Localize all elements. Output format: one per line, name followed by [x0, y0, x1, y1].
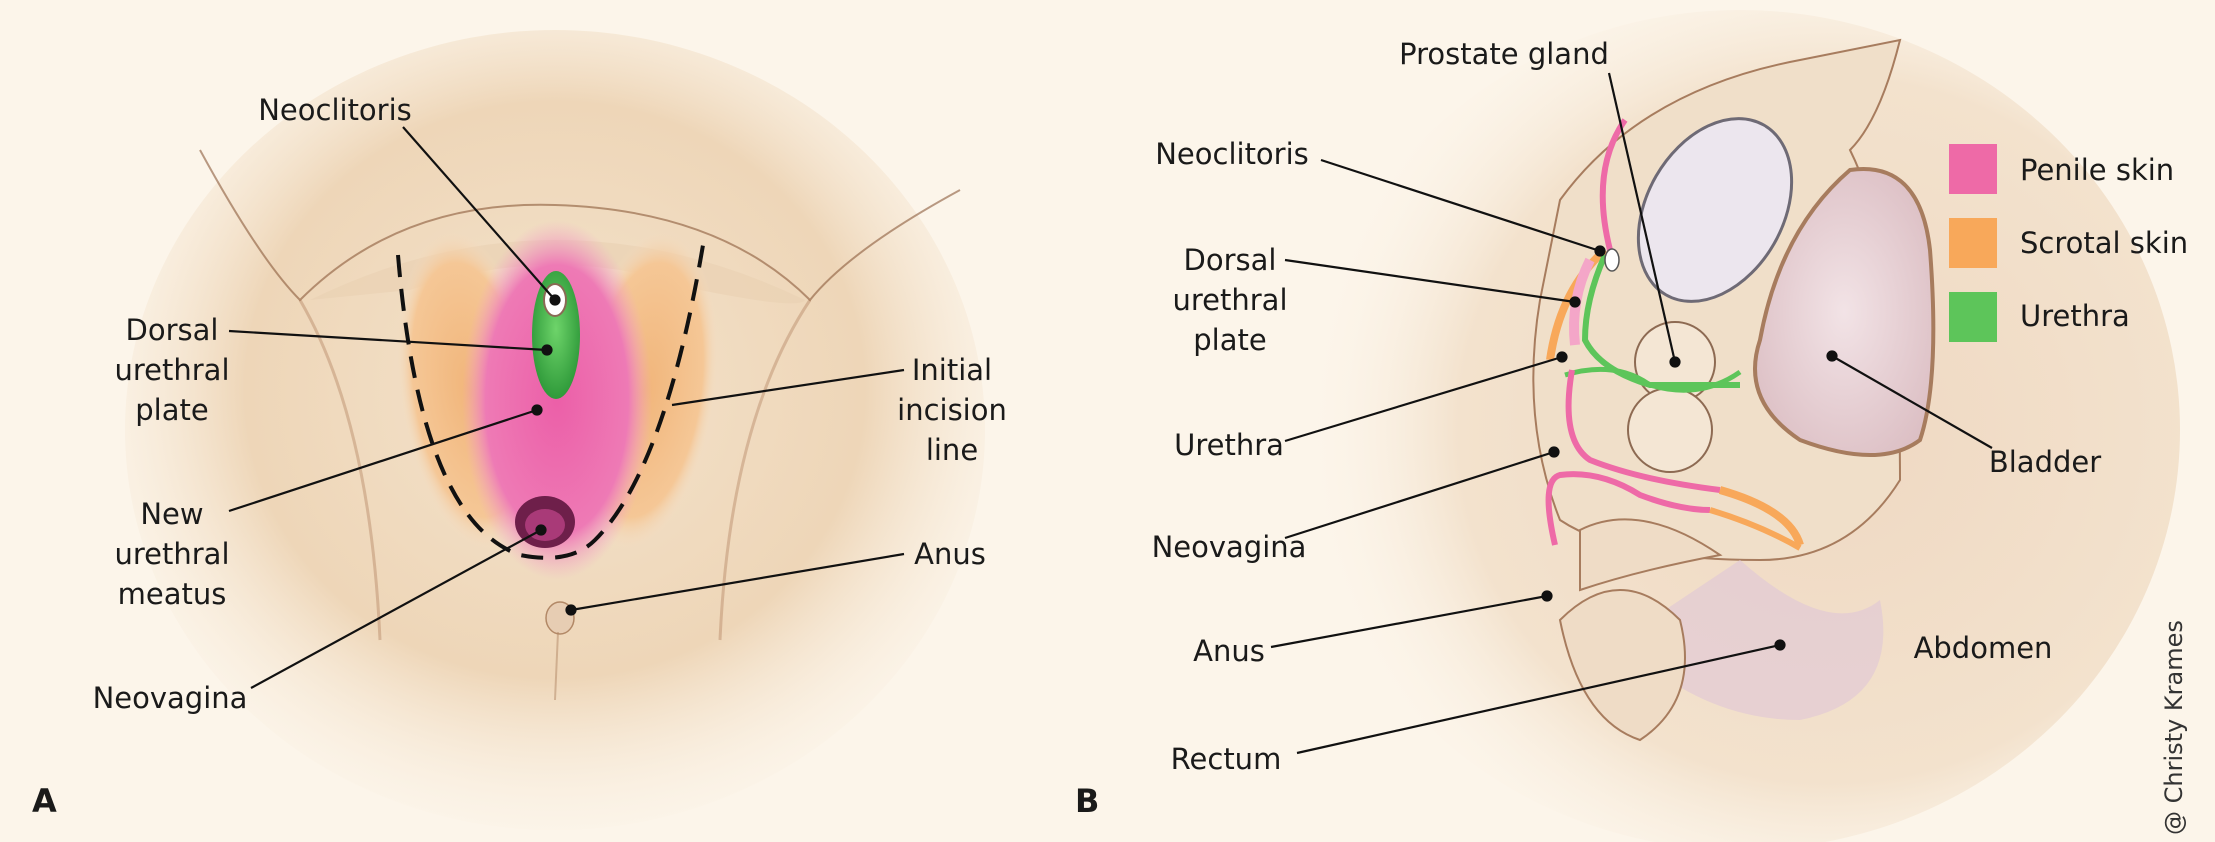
label-b-prostate-gland: Prostate gland	[1399, 37, 1609, 71]
label-line: incision	[897, 393, 1007, 427]
label-line: urethral	[114, 537, 230, 571]
panel-letter-b: B	[1075, 782, 1100, 820]
label-b-abdomen: Abdomen	[1913, 631, 2053, 665]
label-a-dorsal-urethral-plate: Dorsal urethral plate	[114, 310, 229, 430]
label-a-initial-incision-line: Initial incision line	[897, 350, 1007, 470]
copyright-credit: @ Christy Krames	[2160, 620, 2188, 835]
label-a-anus: Anus	[914, 537, 986, 571]
panel-a-anatomy	[125, 30, 985, 830]
legend-swatch-penile-skin	[1949, 144, 1997, 194]
label-line: Initial	[911, 353, 993, 387]
label-b-neoclitoris: Neoclitoris	[1155, 137, 1309, 171]
label-b-rectum: Rectum	[1170, 742, 1282, 776]
leader-lines	[228, 72, 1993, 755]
label-line: plate	[1193, 323, 1267, 357]
label-b-urethra: Urethra	[1174, 428, 1284, 462]
label-a-neovagina: Neovagina	[92, 681, 248, 715]
label-line: New	[140, 497, 204, 531]
label-line: line	[925, 433, 979, 467]
label-a-neoclitoris: Neoclitoris	[258, 93, 412, 127]
panel-letter-a: A	[32, 782, 57, 820]
legend-label-penile-skin: Penile skin	[2020, 153, 2175, 187]
legend-swatch-scrotal-skin	[1949, 218, 1997, 268]
legend-swatch-urethra	[1949, 292, 1997, 342]
label-b-anus: Anus	[1193, 634, 1265, 668]
label-line: plate	[135, 393, 209, 427]
label-line: Dorsal	[125, 313, 219, 347]
label-b-dorsal-urethral-plate: Dorsal urethral plate	[1172, 240, 1287, 360]
label-a-new-urethral-meatus: New urethral meatus	[114, 494, 229, 614]
label-line: Dorsal	[1183, 243, 1277, 277]
panel-b-anatomy	[1300, 10, 2180, 842]
label-line: urethral	[1172, 283, 1288, 317]
label-line: urethral	[114, 353, 230, 387]
legend-label-urethra: Urethra	[2020, 299, 2130, 333]
label-line: meatus	[117, 577, 227, 611]
label-b-neovagina: Neovagina	[1151, 530, 1307, 564]
label-b-bladder: Bladder	[1988, 445, 2102, 479]
legend-label-scrotal-skin: Scrotal skin	[2020, 226, 2189, 260]
